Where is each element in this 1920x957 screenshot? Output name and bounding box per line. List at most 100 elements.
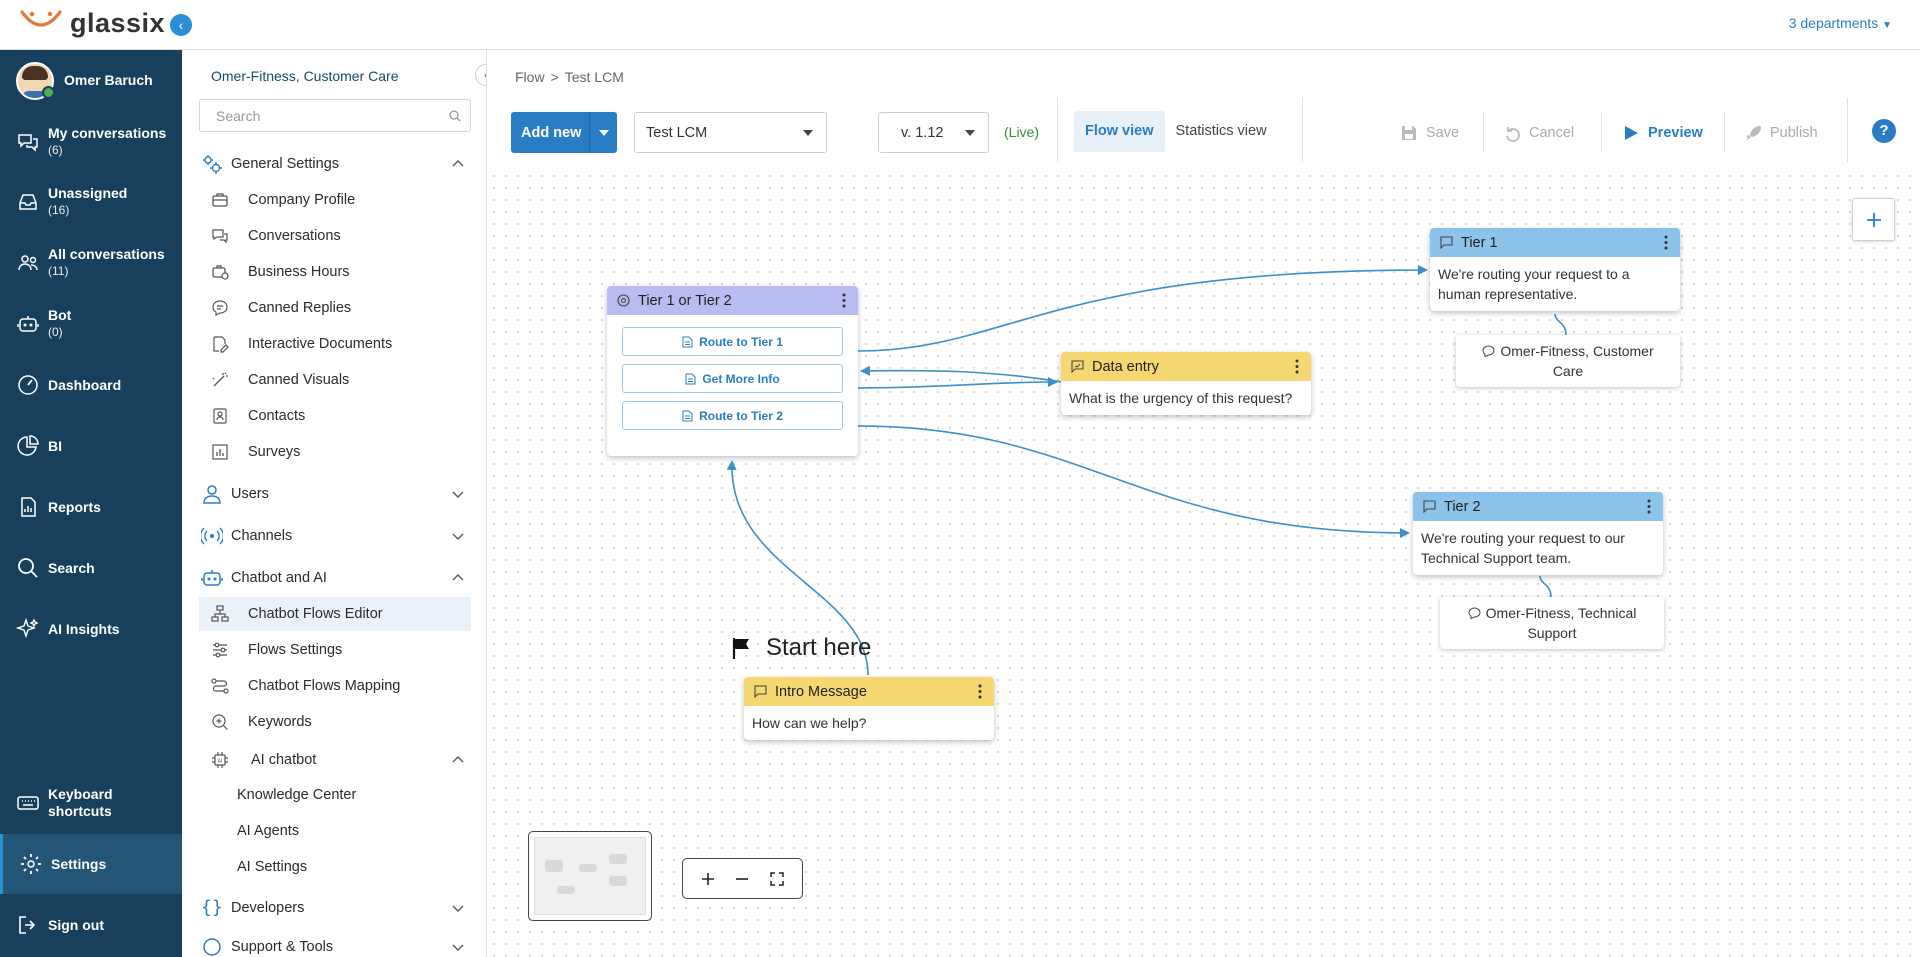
settings-chatbot-flows-mapping[interactable]: Chatbot Flows Mapping [199,669,471,703]
zoom-in-icon[interactable] [700,871,716,887]
nav-unassigned[interactable]: Unassigned(16) [0,172,182,232]
publish-button[interactable]: Publish [1744,112,1818,153]
nav-label: Unassigned [48,185,128,201]
settings-knowledge-center[interactable]: Knowledge Center [199,778,471,812]
search-icon [449,110,461,122]
pie-chart-icon [17,435,39,456]
caret-down-icon [965,130,975,136]
nav-keyboard-shortcuts[interactable]: Keyboard shortcuts [0,773,182,833]
section-chatbot-and-ai[interactable]: Chatbot and AI [199,561,471,595]
settings-contacts[interactable]: Contacts [199,399,471,433]
section-developers[interactable]: {} Developers [199,891,471,925]
settings-ai-agents[interactable]: AI Agents [199,814,471,848]
kebab-menu-icon[interactable] [1664,235,1668,250]
chevron-up-icon [452,756,464,763]
section-label: General Settings [231,156,340,172]
section-general-settings[interactable]: General Settings [199,147,471,181]
node-data-entry[interactable]: Data entry What is the urgency of this r… [1061,352,1311,415]
settings-interactive-documents[interactable]: Interactive Documents [199,327,471,361]
section-support-tools[interactable]: Support & Tools [199,930,471,957]
save-button[interactable]: Save [1400,112,1459,153]
settings-item-label: Conversations [248,228,341,244]
gears-icon [203,155,222,174]
section-channels[interactable]: Channels [199,519,471,553]
settings-ai-settings[interactable]: AI Settings [199,850,471,884]
node-title: Data entry [1092,358,1159,375]
nav-search[interactable]: Search [0,538,182,598]
add-new-button[interactable]: Add new [511,112,617,153]
nav-settings[interactable]: Settings [0,834,182,894]
svg-text:AI: AI [218,759,223,765]
settings-surveys[interactable]: Surveys [199,435,471,469]
kebab-menu-icon[interactable] [978,684,982,699]
robot-icon [17,316,39,332]
kebab-menu-icon[interactable] [1295,359,1299,374]
node-tier-1[interactable]: Tier 1 We're routing your request to a h… [1430,228,1680,311]
breadcrumb-root[interactable]: Flow [515,69,545,85]
departments-dropdown[interactable]: 3 departments ▼ [1789,15,1892,31]
minimap[interactable] [528,831,652,921]
option-get-more-info[interactable]: Get More Info [622,364,843,393]
nav-bot[interactable]: Bot(0) [0,294,182,354]
bar-chart-icon [212,444,228,460]
version-select[interactable]: v. 1.12 [878,112,989,153]
panel-collapse-button[interactable]: ‹ [475,64,486,86]
nav-bi[interactable]: BI [0,416,182,476]
nav-my-conversations[interactable]: My conversations(6) [0,112,182,172]
department-node-technical-support[interactable]: Omer-Fitness, Technical Support [1440,597,1664,649]
nav-ai-insights[interactable]: AI Insights [0,599,182,659]
user-profile[interactable]: Omer Baruch [0,58,182,102]
node-intro-message[interactable]: Intro Message How can we help? [744,677,994,740]
section-users[interactable]: Users [199,477,471,511]
settings-company-profile[interactable]: Company Profile [199,183,471,217]
nav-label: AI Insights [48,620,120,637]
settings-search-input[interactable] [199,99,471,132]
settings-conversations[interactable]: Conversations [199,219,471,253]
settings-chatbot-flows-editor[interactable]: Chatbot Flows Editor [199,597,471,631]
add-new-label: Add new [521,124,582,141]
node-tier-choice[interactable]: Tier 1 or Tier 2 Route to Tier 1 Get Mor… [607,286,858,456]
nav-dashboard[interactable]: Dashboard [0,355,182,415]
add-node-button[interactable] [1852,198,1895,241]
brand-logo[interactable]: glassix ‹ [0,0,192,50]
edge-route-tier2 [857,425,1410,538]
nav-label: Sign out [48,916,104,933]
option-route-to-tier-2[interactable]: Route to Tier 2 [622,401,843,430]
option-route-to-tier-1[interactable]: Route to Tier 1 [622,327,843,356]
preview-button[interactable]: Preview [1622,112,1703,153]
nav-count: (6) [48,143,63,157]
avatar [16,62,54,100]
flow-view-tab[interactable]: Flow view [1074,111,1165,152]
option-label: Get More Info [702,371,780,386]
chevron-down-icon [452,944,464,951]
preview-label: Preview [1648,124,1703,141]
help-button[interactable]: ? [1872,119,1896,143]
add-new-dropdown-toggle[interactable] [589,112,617,153]
contact-card-icon [213,408,227,424]
nav-collapse-button[interactable]: ‹ [170,14,192,36]
flow-canvas[interactable]: Start here Intro Message How can we help… [488,170,1920,957]
plus-icon [1866,212,1881,227]
settings-keywords[interactable]: Keywords [199,705,471,739]
statistics-view-tab[interactable]: Statistics view [1175,123,1267,139]
settings-item-label: Company Profile [248,192,356,208]
nav-sign-out[interactable]: Sign out [0,895,182,955]
zoom-out-icon[interactable] [734,871,750,887]
node-tier-2[interactable]: Tier 2 We're routing your request to our… [1413,492,1663,575]
settings-flows-settings[interactable]: Flows Settings [199,633,471,667]
flow-select[interactable]: Test LCM [634,112,827,153]
settings-canned-visuals[interactable]: Canned Visuals [199,363,471,397]
section-ai-chatbot[interactable]: AI AI chatbot [199,743,471,777]
kebab-menu-icon[interactable] [842,293,846,308]
department-node-customer-care[interactable]: Omer-Fitness, Customer Care [1456,335,1680,387]
nav-reports[interactable]: Reports [0,477,182,537]
settings-canned-replies[interactable]: Canned Replies [199,291,471,325]
cancel-button[interactable]: Cancel [1503,112,1574,153]
save-label: Save [1426,124,1460,141]
nav-all-conversations[interactable]: All conversations(11) [0,233,182,293]
fit-view-icon[interactable] [769,871,785,887]
kebab-menu-icon[interactable] [1647,499,1651,514]
zoom-search-icon [212,714,228,730]
report-icon [21,497,36,517]
settings-business-hours[interactable]: Business Hours [199,255,471,289]
